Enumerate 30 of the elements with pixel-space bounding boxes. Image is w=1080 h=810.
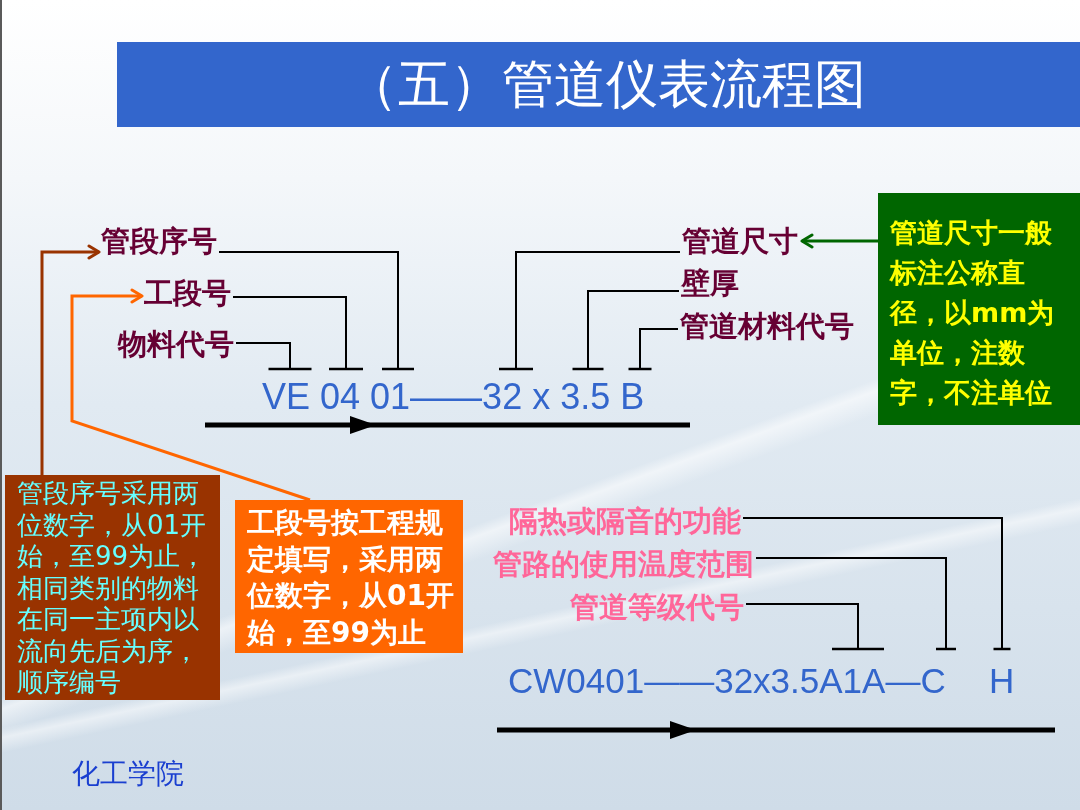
leader-line	[627, 328, 679, 371]
callout-label: 壁厚	[681, 267, 739, 299]
arrow	[70, 288, 311, 502]
leader-line	[742, 517, 1012, 651]
footer-text: 化工学院	[72, 758, 184, 791]
note-text: 管段序号采用两位数字，从01开始，至99为止，相同类别的物料在同一主项内以流向先后为序，顺序编号	[17, 478, 208, 699]
callout-label: 工段号	[144, 277, 231, 309]
leader-line	[218, 251, 416, 371]
note-box	[878, 193, 1080, 425]
callout-label: 隔热或隔音的功能	[509, 505, 741, 537]
callout-label: 物料代号	[118, 328, 234, 360]
callout-label: 管道材料代号	[680, 310, 854, 342]
pipe-code: H	[989, 649, 1015, 698]
slide-title: （五）管道仪表流程图	[345, 55, 866, 114]
note-text: 工段号按工程规定填写，采用两位数字，从01开始，至99为止	[247, 505, 455, 651]
callout-label: 管道尺寸	[682, 225, 798, 257]
leader-line	[571, 290, 680, 371]
callout-label: 管段序号	[101, 225, 217, 257]
leader-line	[755, 557, 958, 651]
leader-line	[235, 342, 313, 371]
callout-label: 管路的使用温度范围	[493, 548, 754, 580]
pipe-code: CW0401——32x3.5A1A—C	[508, 649, 946, 698]
callout-label: 管道等级代号	[570, 591, 744, 623]
arrow	[40, 244, 101, 475]
note-text: 管道尺寸一般标注公称直径，以mm为单位，注数字，不注单位	[890, 216, 1056, 410]
leader-line	[232, 296, 365, 371]
leader-line	[497, 251, 681, 371]
pipe-code: VE 04 01——32 x 3.5 B	[262, 369, 645, 415]
leader-line	[745, 603, 886, 651]
arrow	[800, 233, 878, 249]
